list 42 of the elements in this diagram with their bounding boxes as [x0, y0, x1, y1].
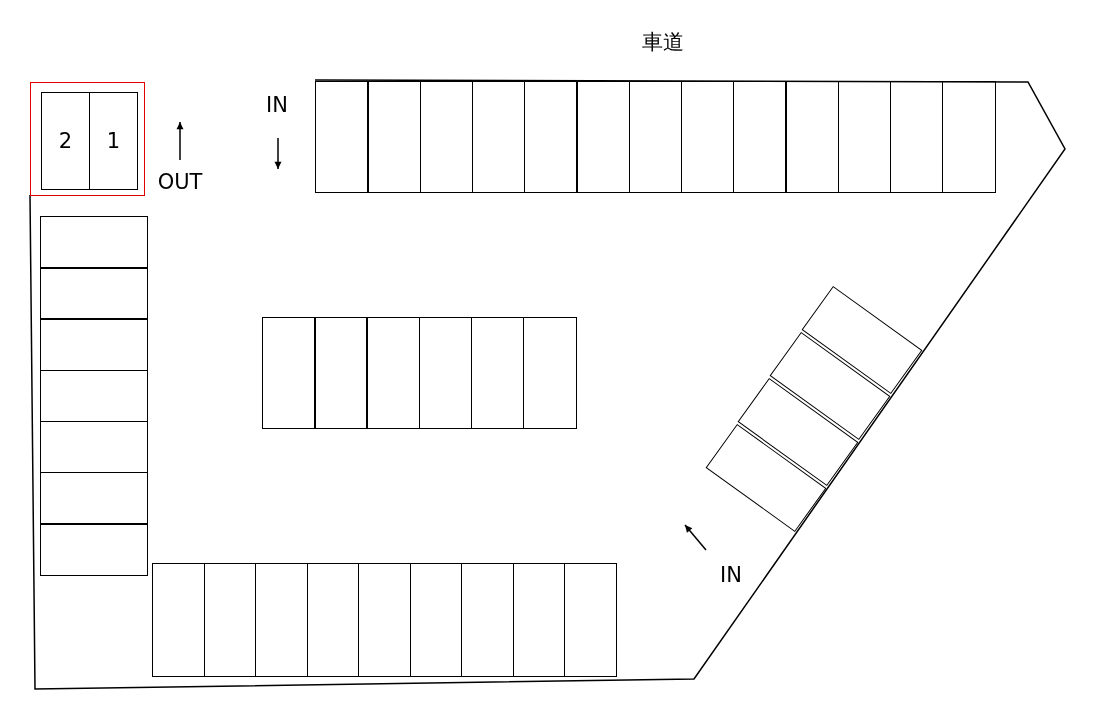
parking-space [785, 81, 839, 193]
parking-space [366, 317, 420, 429]
parking-space [40, 523, 148, 576]
parking-space [418, 317, 473, 429]
parking-space [306, 563, 360, 677]
road-label: 車道 [642, 31, 684, 53]
space-number: 1 [106, 129, 121, 153]
parking-space [255, 563, 308, 677]
parking-space [367, 81, 421, 193]
parking-space [942, 81, 996, 193]
parking-space [409, 563, 463, 677]
parking-space [314, 317, 368, 429]
parking-space [89, 92, 138, 190]
direction-label: IN [720, 564, 742, 586]
parking-space [40, 216, 148, 269]
parking-space [576, 81, 630, 193]
direction-label: IN [266, 94, 288, 116]
parking-space [315, 81, 369, 193]
parking-space [524, 81, 578, 193]
direction-label: OUT [157, 171, 203, 193]
parking-space [40, 318, 148, 371]
parking-space [152, 563, 205, 677]
parking-space [733, 81, 787, 193]
parking-space [40, 267, 148, 320]
parking-space [203, 563, 257, 677]
parking-space [461, 563, 514, 677]
parking-space [41, 92, 90, 190]
parking-space [470, 317, 525, 429]
parking-space [471, 81, 526, 193]
highlight-frame [30, 82, 145, 196]
parking-space [40, 369, 148, 423]
parking-space [512, 563, 566, 677]
space-number: 2 [58, 129, 73, 153]
parking-space [40, 420, 148, 474]
parking-space [523, 317, 577, 429]
parking-space [358, 563, 411, 677]
parking-space [680, 81, 735, 193]
parking-space [262, 317, 316, 429]
parking-space [40, 472, 148, 525]
parking-space [564, 563, 617, 677]
parking-space [628, 81, 682, 193]
parking-space [419, 81, 473, 193]
